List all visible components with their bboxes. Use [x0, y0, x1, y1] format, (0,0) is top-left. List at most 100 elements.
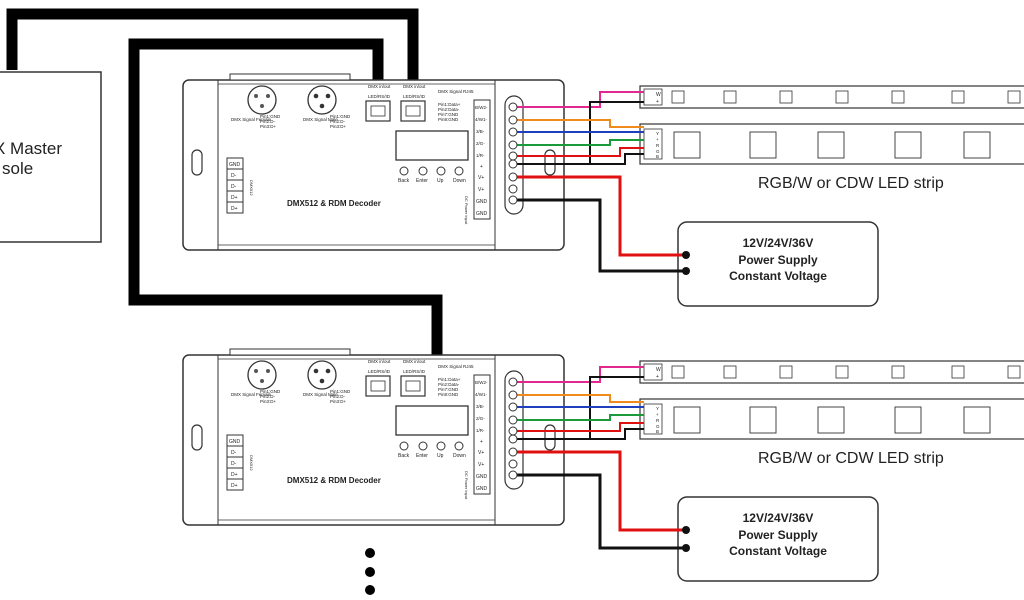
rj45-in-sub: LED/RS/ID: [368, 369, 391, 374]
svg-text:2/G-: 2/G-: [476, 141, 485, 146]
up-button: [436, 441, 446, 451]
svg-text:GND: GND: [229, 162, 241, 168]
enter-button: [418, 166, 428, 176]
led-strip-w-2: W +: [639, 360, 1024, 384]
xlr-male-connector: [307, 85, 337, 115]
svg-text:12V/24V/36V: 12V/24V/36V: [743, 511, 814, 525]
rj45-pin-7: Pin7:GND: [438, 387, 459, 392]
wires-set-2: [513, 366, 690, 552]
svg-text:+: +: [656, 412, 659, 417]
pin-label-1: Pin1:GND: [260, 389, 281, 394]
rj45-port-in: [365, 375, 391, 397]
svg-text:+: +: [480, 439, 483, 445]
svg-text:Y: Y: [656, 131, 659, 136]
dmx-female-label: DMX Signal Female: [231, 117, 272, 122]
svg-text:D-: D-: [231, 461, 237, 467]
wire-green: [513, 414, 644, 421]
console-label-2: sole: [2, 159, 33, 178]
svg-text:B: B: [656, 154, 659, 159]
dc-power-label: DC Power Input: [464, 471, 469, 500]
svg-text:R: R: [656, 143, 660, 148]
rj45-signal-label: DMX Signal RJ45: [438, 89, 474, 94]
svg-text:Constant Voltage: Constant Voltage: [729, 269, 827, 283]
lcd-display: [395, 405, 469, 436]
rj45-port-out: [400, 375, 426, 397]
wire-red-strip: [513, 422, 644, 432]
dmx-female-label: DMX Signal Female: [231, 392, 272, 397]
svg-text:V+: V+: [478, 187, 484, 193]
rj45-port-in: [365, 100, 391, 122]
dc-power-label: DC Power Input: [464, 196, 469, 225]
svg-text:2/G-: 2/G-: [476, 416, 485, 421]
rj45-pin-7: Pin7:GND: [438, 112, 459, 117]
svg-text:D+: D+: [231, 472, 238, 478]
dmx-master-console: X Master sole: [0, 71, 102, 243]
vertical-dmx-label: DMX512: [249, 455, 254, 471]
console-label-1: X Master: [0, 139, 62, 158]
svg-text:+: +: [656, 99, 659, 105]
left-terminal-block: GND D- D- D+ D+ DMX512: [226, 434, 254, 491]
svg-text:D+: D+: [231, 206, 238, 212]
down-label: Down: [453, 178, 466, 184]
pin-label-3: Pin3:D+: [260, 124, 277, 129]
led-strip-caption-1: RGB/W or CDW LED strip: [758, 175, 944, 192]
pin-label-m3: Pin3:D+: [330, 124, 347, 129]
pin-label-m3: Pin3:D+: [330, 399, 347, 404]
wires-set-1: [513, 91, 690, 275]
power-supply-2: 12V/24V/36V Power Supply Constant Voltag…: [677, 496, 879, 582]
wire-red-power: [513, 175, 686, 257]
svg-text:GND: GND: [229, 439, 241, 445]
wire-black-strip: [513, 153, 644, 165]
svg-text:B: B: [656, 429, 659, 434]
rj45-out-label: DMX in/out: [403, 84, 426, 89]
svg-text:+: +: [480, 164, 483, 170]
back-button: [399, 441, 409, 451]
led-strip-rgb-2: Y + R G B: [639, 398, 1024, 440]
svg-text:4/W1-: 4/W1-: [475, 117, 488, 122]
wire-black-strip: [513, 428, 644, 440]
led-strip-caption-2: RGB/W or CDW LED strip: [758, 450, 944, 467]
pin-label-m2: Pin2:D-: [330, 394, 346, 399]
rj45-pin-8: Pin8:GND: [438, 117, 459, 122]
wire-black-power: [513, 473, 686, 550]
pin-label-3: Pin3:D+: [260, 399, 277, 404]
dmx-male-label: DMX Signal Male: [303, 392, 338, 397]
svg-text:W: W: [656, 92, 661, 98]
led-strip-rgb-1: Y + R G B: [639, 123, 1024, 165]
back-label: Back: [398, 453, 410, 459]
down-label: Down: [453, 453, 466, 459]
wire-black-power: [513, 198, 686, 273]
decoder-2: DMX Signal Female DMX Signal Male Pin1:G…: [182, 348, 565, 526]
dmx-male-label: DMX Signal Male: [303, 117, 338, 122]
terminal-screws: [508, 102, 518, 480]
mount-slot-left: [191, 149, 203, 176]
svg-text:B/W2-: B/W2-: [475, 105, 488, 110]
rj45-out-sub: LED/RS/ID: [403, 369, 426, 374]
rj45-signal-label: DMX Signal RJ45: [438, 364, 474, 369]
pin-label-2: Pin2:D-: [260, 394, 276, 399]
rj45-in-sub: LED/RS/ID: [368, 94, 391, 99]
vertical-dmx-label: DMX512: [249, 180, 254, 196]
enter-button: [418, 441, 428, 451]
up-button: [436, 166, 446, 176]
enter-label: Enter: [416, 178, 428, 184]
console-box: [0, 71, 102, 243]
xlr-male-connector: [307, 360, 337, 390]
svg-text:D-: D-: [231, 450, 237, 456]
svg-text:Constant Voltage: Constant Voltage: [729, 544, 827, 558]
rj45-pin-1: Pin1:Data+: [438, 102, 461, 107]
rj45-out-sub: LED/RS/ID: [403, 94, 426, 99]
dmx-cables: [6, 8, 443, 355]
svg-text:B/W2-: B/W2-: [475, 380, 488, 385]
mount-slot-right: [544, 424, 556, 451]
xlr-female-connector: [247, 360, 277, 390]
wire-red-strip: [513, 147, 644, 157]
svg-text:D-: D-: [231, 184, 237, 190]
wire-red-power: [513, 450, 686, 532]
decoder-title: DMX512 & RDM Decoder: [287, 199, 381, 208]
svg-text:W: W: [656, 367, 661, 373]
svg-text:V+: V+: [478, 450, 484, 456]
wire-orange: [513, 394, 644, 403]
rj45-pin-8: Pin8:GND: [438, 392, 459, 397]
wire-pink: [513, 91, 644, 108]
